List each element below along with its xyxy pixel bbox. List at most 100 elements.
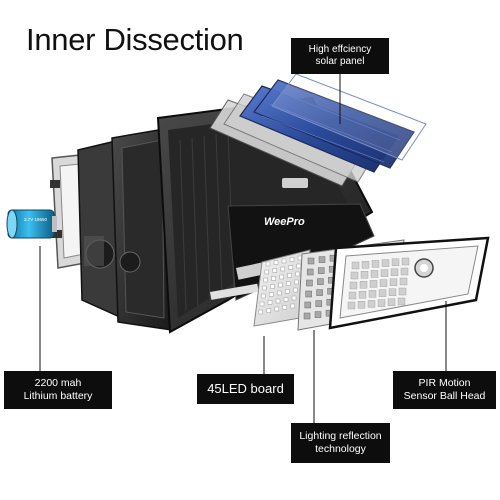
lens-cell [350,271,359,280]
led-chip [283,297,289,302]
led-chip [281,258,287,264]
led-chip [287,273,292,278]
page-title: Inner Dissection [26,22,244,57]
lens-cell [361,261,370,269]
lens-cell [349,281,358,290]
lens-cell [357,301,366,309]
reflector-cell [306,279,313,287]
led-chip [294,279,299,285]
lens-cell [379,279,388,287]
reflector-cell [318,256,326,263]
battery-print: 3.7V 18650 [24,217,48,222]
reflector-cell [303,312,311,320]
reflector-cell [307,257,315,265]
led-chip [263,277,268,283]
led-chip [296,263,302,269]
callout-battery-line1: 2200 mah [34,376,82,389]
callout-solar-panel: High effciency solar panel [291,38,389,74]
led-chip [267,300,273,305]
led-chip [284,289,290,294]
leader-lines [39,74,447,423]
lens-cell [347,301,356,310]
callout-solar-line2: solar panel [315,56,365,67]
led-chip [276,290,282,296]
led-chip [282,305,288,310]
lens-cell [360,271,369,279]
pir-sensor-icon [328,236,490,330]
lens-cell [371,260,380,268]
led-chip [259,301,265,307]
led-chip [274,306,280,312]
lens-cell [369,280,378,288]
callout-pir-line1: PIR Motion [418,376,471,389]
reflector-cell [315,300,323,307]
callout-reflection: Lighting reflection technology [291,423,390,463]
led-chip [266,308,272,313]
casing-frame [77,127,173,331]
led-chip [292,287,298,293]
led-chip [264,269,270,275]
led-chip [268,292,274,297]
led-chip [265,261,271,267]
led-chip [262,285,267,291]
callout-pir-sensor: PIR Motion Sensor Ball Head [393,371,496,409]
lens-cell [387,298,396,306]
callout-led-line1: 45LED board [207,380,284,396]
led-chip [270,284,275,289]
brand-logo: WeePro [264,216,305,228]
callout-battery: 2200 mah Lithium battery [4,371,112,409]
lens-cell [351,261,360,270]
led-chip [278,282,283,288]
lens-cell [400,267,409,276]
callout-reflection-line1: Lighting reflection [299,429,382,442]
led-chip [286,281,291,286]
led-chip [280,266,286,272]
reflector-cell [304,301,312,309]
solar-panel-icon [209,73,427,187]
lens-cell [368,290,377,298]
led-chip [289,257,295,262]
lens-cell [358,291,367,299]
reflector-cell [314,311,322,318]
led-chip [275,298,281,304]
lens-cell [388,288,397,296]
lens-cell [391,258,400,266]
lens-cell [390,268,399,276]
reflector-cell [305,290,312,298]
lens-cell [377,299,386,307]
reflector-cell [316,289,323,296]
callout-battery-line2: Lithium battery [23,390,93,402]
reflector-cell [317,278,324,285]
callout-led-board: 45LED board [197,374,294,404]
lens-cell [367,300,376,308]
led-chip [291,295,297,301]
led-chip [273,260,279,265]
led-chip [279,274,284,280]
lens-cell [389,278,398,286]
lens-cell [381,259,390,267]
lens-cell [397,297,406,306]
callout-reflection-line2: technology [315,443,366,455]
lens-cell [380,269,389,277]
lens-cell [348,291,357,300]
lens-cell [359,281,368,289]
led-chip [271,276,276,281]
battery-icon: 3.7V 18650 [6,209,57,239]
led-chip [295,271,300,277]
callout-solar-line1: High effciency [308,43,372,55]
reflector-cell [317,267,325,274]
callout-pir-line2: Sensor Ball Head [403,390,486,402]
lens-cell [401,257,410,266]
lens-cell [370,270,379,278]
led-chip [260,293,266,299]
lens-cell [378,289,387,297]
led-chip [290,303,296,309]
led-chip [288,265,294,270]
led-chip [258,309,264,315]
reflector-cell [306,268,314,276]
led-board-icon [253,249,311,327]
led-chip [272,268,278,273]
lens-cell [399,277,408,286]
lens-cell [398,287,407,296]
